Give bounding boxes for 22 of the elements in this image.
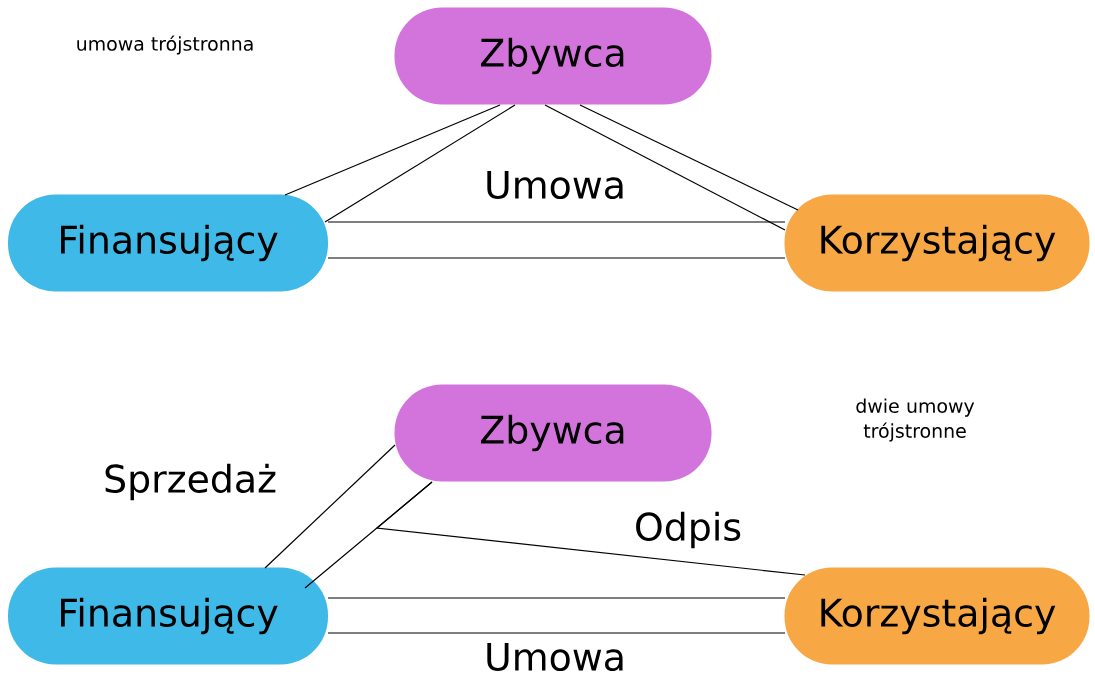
connector-line: [327, 221, 786, 223]
edge-label: Sprzedaż: [102, 462, 278, 502]
rounded-box: Korzystający: [784, 567, 1090, 665]
rounded-box: Korzystający: [784, 194, 1090, 292]
edge-label: Umowa: [483, 641, 627, 673]
connector-line: [579, 104, 799, 211]
connector-line: [324, 104, 516, 223]
rounded-box: Zbywca: [394, 384, 712, 482]
edge-label: Umowa: [483, 169, 627, 201]
connector-line: [327, 257, 786, 259]
connector-line: [375, 481, 806, 576]
connector-line: [264, 444, 396, 569]
connector-line: [327, 597, 786, 599]
rounded-box: Finansujący: [8, 567, 328, 665]
connector-line: [284, 104, 501, 196]
connector-line: [544, 104, 786, 231]
rounded-box: Finansujący: [8, 194, 328, 292]
rounded-box: Zbywca: [394, 7, 712, 105]
edge-label: Odpis: [632, 510, 744, 550]
connector-line: [327, 632, 786, 634]
note-text: dwie umowy trójstronne: [856, 398, 975, 442]
note-text: umowa trójstronna: [77, 35, 253, 55]
